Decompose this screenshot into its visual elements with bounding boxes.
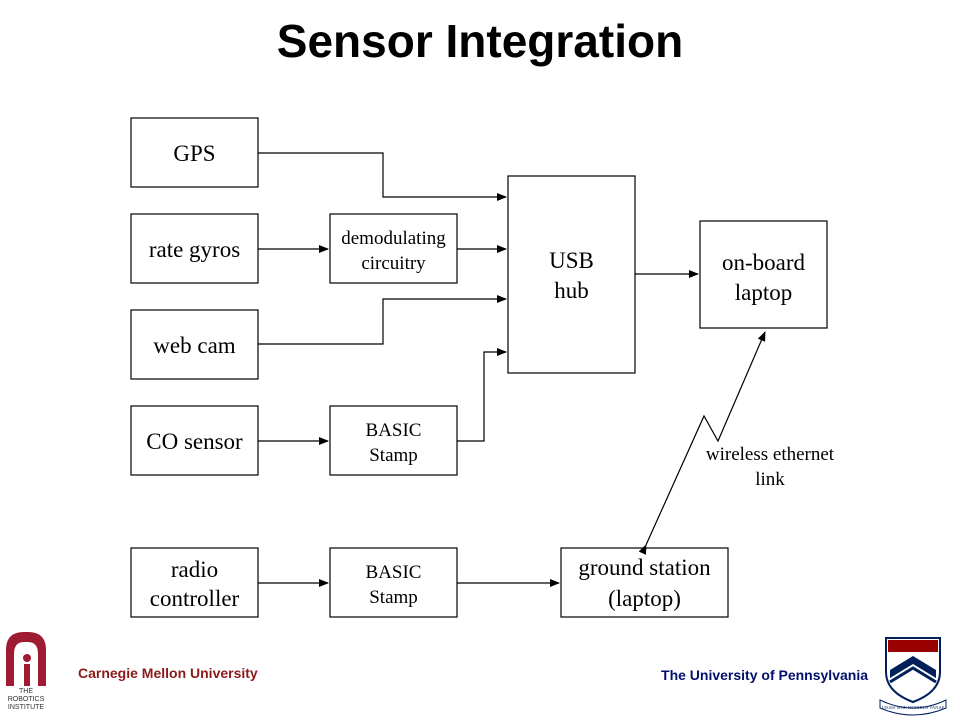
ground-laptop-label: (laptop) bbox=[608, 586, 681, 611]
co-sensor-label: CO sensor bbox=[146, 429, 243, 454]
basic-label-2: BASIC bbox=[366, 562, 422, 583]
link-label: link bbox=[755, 469, 785, 490]
stamp-to-hub-arrow bbox=[457, 348, 507, 442]
basic-label-1: BASIC bbox=[366, 420, 422, 441]
penn-motto: LEGES SINE MORIBUS VANAE bbox=[882, 705, 945, 710]
webcam-to-hub-arrow bbox=[258, 295, 507, 345]
wireless-label: wireless ethernet bbox=[706, 444, 835, 465]
wireless-link-arrow bbox=[638, 331, 766, 555]
radio-label: radio bbox=[171, 557, 218, 582]
stamp-label-2: Stamp bbox=[369, 587, 418, 608]
penn-footer-text: The University of Pennsylvania bbox=[661, 667, 868, 683]
robotics-institute-logo bbox=[6, 632, 46, 686]
rate-gyros-label: rate gyros bbox=[149, 237, 240, 262]
robotics-institute-text: THE ROBOTICS INSTITUTE bbox=[7, 688, 45, 711]
laptop-label: laptop bbox=[735, 280, 793, 305]
cmu-footer-text: Carnegie Mellon University bbox=[78, 665, 258, 681]
gps-to-hub-arrow bbox=[258, 152, 507, 201]
gps-label: GPS bbox=[173, 141, 215, 166]
ground-station-label: ground station bbox=[578, 555, 711, 580]
controller-label: controller bbox=[150, 586, 240, 611]
usb-hub-box bbox=[507, 175, 636, 374]
penn-shield-logo bbox=[879, 637, 947, 716]
onboard-laptop-box bbox=[699, 220, 828, 329]
circuitry-label: circuitry bbox=[361, 253, 426, 274]
hub-label: hub bbox=[554, 278, 589, 303]
usb-label: USB bbox=[549, 248, 594, 273]
onboard-label: on-board bbox=[722, 250, 806, 275]
web-cam-label: web cam bbox=[153, 333, 235, 358]
stamp-label-1: Stamp bbox=[369, 445, 418, 466]
page-title: Sensor Integration bbox=[276, 15, 684, 67]
demodulating-label: demodulating bbox=[341, 228, 446, 249]
